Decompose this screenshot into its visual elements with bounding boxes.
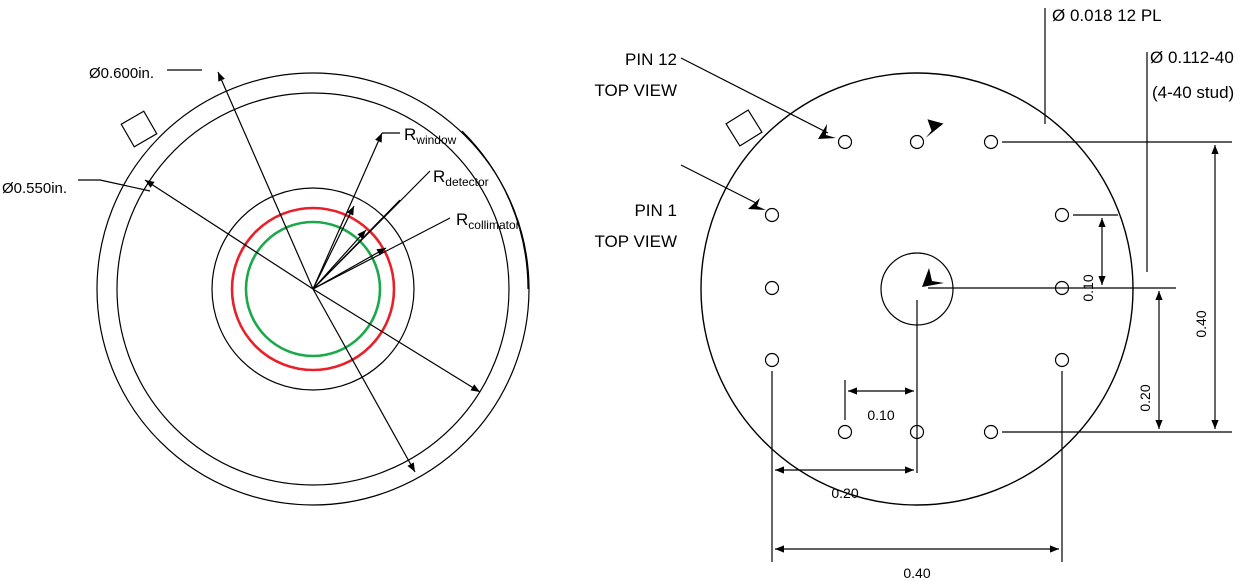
r-detector-extra: [312, 199, 401, 290]
dim-020-right-label: 0.20: [1137, 384, 1153, 411]
pin-hole: [764, 280, 780, 296]
dia-550-arrow-a: [99, 179, 151, 192]
pin-hole: [764, 207, 780, 223]
pin-hole: [983, 134, 999, 150]
orientation-tab: [120, 110, 158, 148]
pin-hole: [837, 134, 853, 150]
dim-040-bottom-label: 0.40: [903, 565, 930, 581]
outer-circle: [96, 72, 530, 506]
pin1-label: PIN 1: [634, 201, 677, 220]
dia-550-arrow-b: [144, 179, 314, 290]
pin12-arrowhead: [818, 124, 836, 139]
dim-020-bottom-label: 0.20: [831, 485, 858, 501]
r-window-arrow: [312, 132, 383, 290]
dia-550-arrow-c: [312, 288, 481, 393]
pin12-label: PIN 12: [625, 50, 677, 69]
stud-callout-1: Ø 0.112-40: [1150, 48, 1234, 67]
left-view: Ø0.600in. Ø0.550in. Rwindow Rdetector Rc…: [2, 65, 530, 506]
pin12-view: TOP VIEW: [594, 81, 677, 100]
inner-circle: [116, 92, 510, 486]
dia-600-label: Ø0.600in.: [89, 65, 154, 82]
collimator-ring: [244, 220, 382, 358]
pin1-view: TOP VIEW: [594, 232, 677, 251]
right-view: Ø 0.018 12 PL Ø 0.112-40 (4-40 stud) PIN…: [594, 6, 1234, 581]
pin-hole: [1054, 207, 1070, 223]
dia-600-arrow-a: [217, 71, 314, 290]
r-collimator-label: Rcollimator: [456, 210, 520, 232]
pin-hole: [909, 134, 925, 150]
pin-hole: [983, 424, 999, 440]
dim-040-right-label: 0.40: [1193, 310, 1209, 337]
r-detector-label: Rdetector: [433, 167, 489, 189]
dia-600-arrow-b: [312, 288, 416, 473]
dim-010-bottom-label: 0.10: [867, 407, 894, 423]
pin-hole: [837, 424, 853, 440]
pin12-leader: [680, 57, 829, 134]
stud-callout-2: (4-40 stud): [1152, 83, 1234, 102]
header-outline: [700, 72, 1134, 506]
r-window-label: Rwindow: [404, 125, 457, 147]
cap-circle: [211, 187, 415, 391]
dim-010-right-label: 0.10: [1080, 274, 1096, 301]
pin1-leader: [680, 164, 759, 205]
stud-arrowhead: [922, 268, 944, 287]
pin-hole: [1054, 352, 1070, 368]
r-window-extra: [312, 205, 355, 290]
pin-hole-callout: Ø 0.018 12 PL: [1052, 6, 1162, 25]
pin-hole-arrowhead: [925, 119, 944, 138]
r-collimator-leader: [312, 217, 451, 290]
orientation-tab-right: [725, 109, 763, 147]
detector-ring: [230, 206, 396, 372]
pin-hole: [764, 352, 780, 368]
dia-550-label: Ø0.550in.: [2, 180, 67, 197]
rim-arc: [461, 130, 529, 290]
